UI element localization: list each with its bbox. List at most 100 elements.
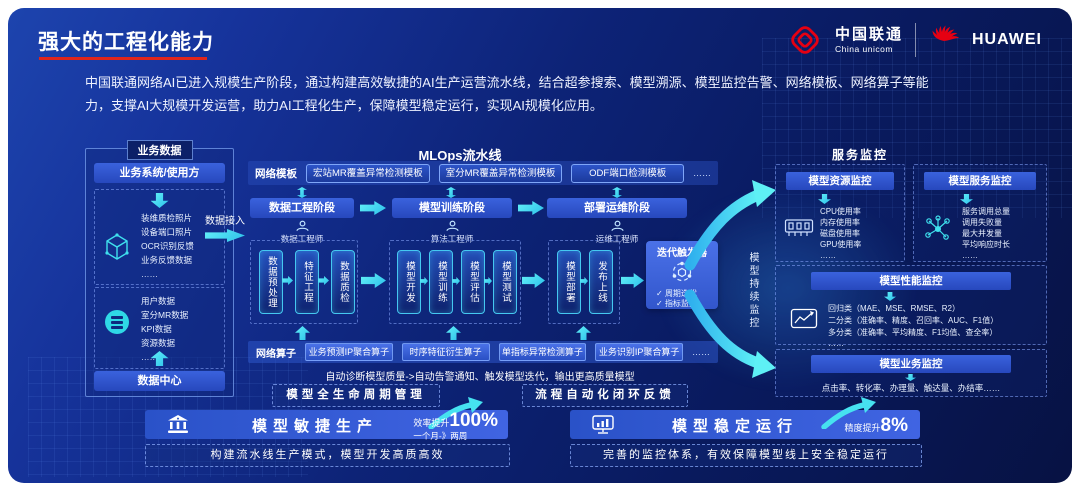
metric-item: CPU使用率 bbox=[820, 207, 861, 216]
right-arrow-icon bbox=[484, 277, 492, 285]
bank-icon bbox=[168, 415, 188, 433]
role-algorithm-engineer: 算法工程师 bbox=[410, 220, 494, 245]
metric-item: 多分类（准确率、平均精度、F1均值、查全率） bbox=[828, 328, 998, 337]
logo-divider bbox=[915, 23, 916, 57]
business-system-header: 业务系统/使用方 bbox=[94, 163, 225, 183]
template-more: …… bbox=[693, 168, 711, 178]
engineer-icon bbox=[445, 220, 459, 232]
metric-item: 最大并发量 bbox=[962, 229, 1002, 238]
step-box: 模型开发 bbox=[397, 250, 421, 314]
unicom-logo-text-en: China unicom bbox=[834, 43, 893, 54]
closedloop-banner: 流程自动化闭环反馈 bbox=[522, 384, 688, 407]
right-arrow-icon bbox=[580, 277, 588, 285]
list-item-more: …… bbox=[141, 352, 158, 362]
resource-monitoring-header: 模型资源监控 bbox=[786, 172, 894, 190]
list-item: 设备端口照片 bbox=[141, 227, 193, 237]
data-engineering-steps: 数据预处理 特征工程 数据质检 bbox=[250, 240, 358, 324]
check-icon: ✓ bbox=[656, 289, 663, 298]
metric-item: 调用失败量 bbox=[962, 218, 1002, 227]
list-item: 业务反馈数据 bbox=[141, 255, 193, 265]
step-box: 特征工程 bbox=[295, 250, 319, 314]
data-center-group: 用户数据 室分MR数据 KPI数据 资源数据 …… bbox=[94, 287, 225, 369]
list-item: OCR识别反馈 bbox=[141, 241, 194, 251]
metric-item: 内存使用率 bbox=[820, 218, 860, 227]
role-data-engineer: 数据工程师 bbox=[260, 220, 344, 245]
role-ops-engineer: 运维工程师 bbox=[575, 220, 659, 245]
model-training-steps: 模型开发 模型训练 模型评估 模型测试 bbox=[389, 240, 521, 324]
iteration-cycle-icon bbox=[672, 261, 692, 282]
up-arrow-icon bbox=[446, 326, 461, 340]
list-item: 用户数据 bbox=[141, 296, 176, 306]
right-arrow-icon bbox=[360, 201, 386, 215]
step-box: 模型训练 bbox=[429, 250, 453, 314]
metric-item: 服务调用总量 bbox=[962, 207, 1010, 216]
iteration-trigger-box: 迭代触发器 ✓ 周期迭代 ✓ 指标监控 bbox=[646, 241, 718, 309]
metric-item: 平均响应时长 bbox=[962, 240, 1010, 249]
metric-sub: 一个月-》两周 bbox=[413, 431, 468, 441]
metric-value: 100% bbox=[449, 410, 498, 431]
operator-more: …… bbox=[692, 347, 710, 357]
step-box: 数据质检 bbox=[331, 250, 355, 314]
business-data-title: 业务数据 bbox=[126, 140, 193, 160]
agile-production-desc: 构建流水线生产模式，模型开发高质高效 bbox=[145, 444, 510, 467]
mlops-title: MLOps流水线 bbox=[418, 148, 502, 163]
operator-box: 业务识别IP聚合算子 bbox=[595, 343, 683, 361]
monitor-chart-icon bbox=[592, 415, 614, 434]
monitoring-flow-arrows bbox=[684, 180, 776, 378]
data-center-header: 数据中心 bbox=[94, 371, 225, 391]
metric-item-more: …… bbox=[820, 251, 836, 260]
step-box: 模型测试 bbox=[493, 250, 517, 314]
up-arrow-icon bbox=[576, 326, 591, 340]
stage-model-training: 模型训练阶段 bbox=[392, 198, 512, 218]
resource-monitoring-panel: 模型资源监控 CPU使用率 内存使用率 磁盘使用率 GPU使用率 …… bbox=[775, 164, 905, 262]
huawei-logo-text: HUAWEI bbox=[972, 31, 1042, 48]
updown-arrow-icon bbox=[612, 187, 622, 198]
title-underline bbox=[39, 57, 207, 60]
service-monitoring-title: 服务监控 bbox=[831, 148, 888, 162]
right-arrow-icon bbox=[522, 273, 545, 288]
service-monitoring-header: 模型服务监控 bbox=[924, 172, 1036, 190]
right-arrow-icon bbox=[318, 276, 329, 285]
metric-item: 回归类（MAE、MSE、RMSE、R2） bbox=[828, 304, 961, 313]
metric-item: 二分类（准确率、精度、召回率、AUC、F1值） bbox=[828, 316, 999, 325]
business-monitoring-panel: 模型业务监控 点击率、转化率、办理量、触达量、办结率…… bbox=[775, 349, 1047, 397]
list-item: 资源数据 bbox=[141, 338, 176, 348]
chart-icon bbox=[790, 308, 818, 329]
metric-value: 8% bbox=[880, 415, 908, 436]
updown-arrow-icon bbox=[297, 187, 307, 198]
list-item-more: …… bbox=[141, 269, 158, 279]
intro-line-1: 中国联通网络AI已进入规模生产阶段，通过构建高效敏捷的AI生产运营流水线，结合超… bbox=[85, 75, 929, 90]
metric-item: 磁盘使用率 bbox=[820, 229, 860, 238]
right-arrow-icon bbox=[282, 276, 293, 285]
up-trend-arrow-icon bbox=[428, 397, 483, 429]
network-template-row: 网络模板 宏站MR覆盖异常检测模板 室分MR覆盖异常检测模板 ODF端口检测模板… bbox=[248, 161, 718, 185]
list-item: 室分MR数据 bbox=[141, 310, 189, 320]
performance-monitoring-header: 模型性能监控 bbox=[811, 272, 1011, 290]
role-label: 数据工程师 bbox=[280, 234, 324, 244]
unicom-logo-text-cn: 中国联通 bbox=[834, 25, 903, 43]
agile-production-title: 模型敏捷生产 bbox=[251, 418, 378, 435]
list-item: KPI数据 bbox=[141, 324, 172, 334]
network-operator-row: 网络算子 业务预测IP聚合算子 时序特征衍生算子 单指标异常检测算子 业务识别I… bbox=[248, 341, 718, 363]
agile-production-banner: 模型敏捷生产 效率提升100% 一个月-》两周 bbox=[145, 397, 508, 441]
service-monitoring-panel: 模型服务监控 服务调用总量 调用失败量 最大并发量 平均响应时长 …… bbox=[913, 164, 1047, 262]
step-box: 数据预处理 bbox=[259, 250, 283, 314]
down-arrow-icon bbox=[960, 194, 973, 204]
data-access-label: 数据接入 bbox=[205, 216, 245, 227]
logo-bar: 中国联通 China unicom HUAWEI bbox=[787, 22, 1042, 58]
down-arrow-icon bbox=[884, 292, 896, 301]
database-icon bbox=[105, 310, 129, 334]
continuous-monitoring-label: 模型持续监控 bbox=[747, 252, 758, 330]
up-arrow-icon bbox=[295, 326, 310, 340]
metric-prefix: 效率提升 bbox=[413, 418, 450, 428]
trigger-item: 周期迭代 bbox=[664, 289, 697, 298]
step-box: 发布上线 bbox=[589, 250, 613, 314]
updown-arrow-icon bbox=[446, 187, 456, 198]
page-title: 强大的工程化能力 bbox=[38, 31, 214, 54]
template-odf-port: ODF端口检测模板 bbox=[571, 163, 684, 183]
trigger-item: 指标监控 bbox=[664, 299, 697, 308]
stable-operation-banner: 模型稳定运行 精度提升8% bbox=[570, 397, 920, 439]
down-arrow-icon bbox=[150, 193, 169, 208]
intro-line-2: 力，支撑AI大规模开发运营，助力AI工程化生产，保障模型稳定运行，实现AI规模化… bbox=[85, 97, 603, 113]
network-template-label: 网络模板 bbox=[255, 167, 297, 180]
